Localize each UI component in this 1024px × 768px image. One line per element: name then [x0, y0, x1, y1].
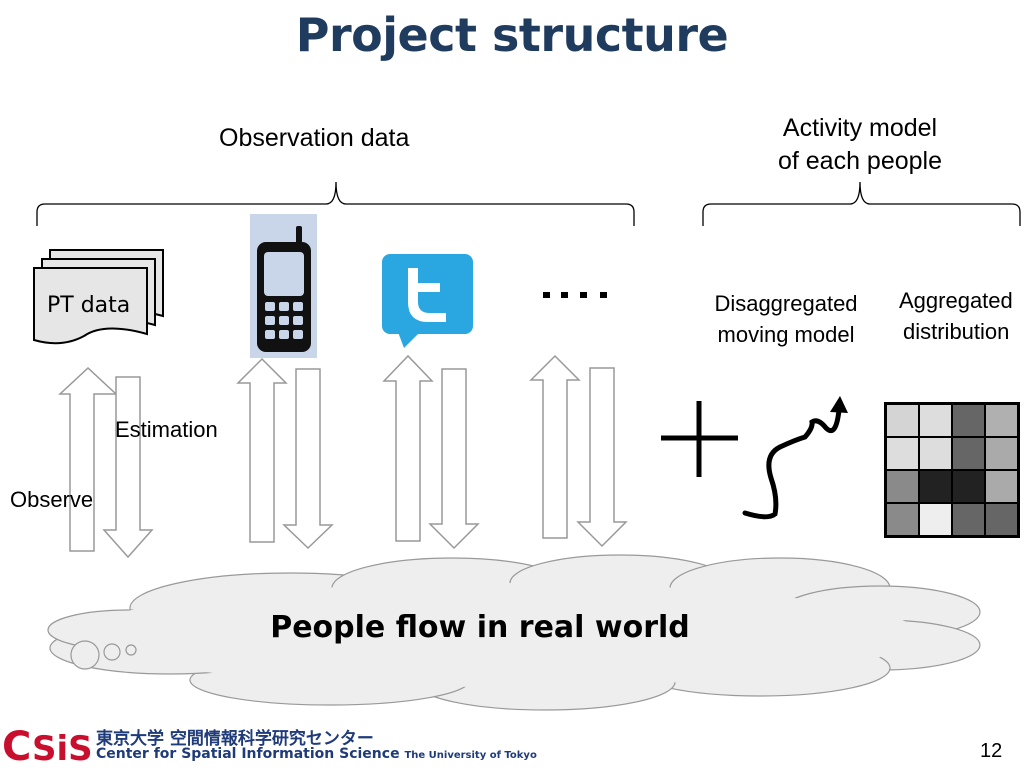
- up-arrow-4: [529, 354, 581, 539]
- grid-cell: [986, 405, 1017, 436]
- twitter-icon: [382, 254, 473, 348]
- csis-logo-graphic: C SiS: [2, 724, 93, 768]
- grid-cell: [986, 471, 1017, 502]
- aggregated-line1: Aggregated: [899, 288, 1013, 313]
- grid-cell: [920, 471, 951, 502]
- grid-cell: [986, 438, 1017, 469]
- page-number: 12: [980, 740, 1003, 762]
- disaggregated-label: Disaggregated moving model: [696, 288, 876, 350]
- grid-cell: [887, 438, 918, 469]
- cloud-shape: [47, 554, 981, 711]
- up-arrow-2: [236, 357, 288, 543]
- grid-cell: [953, 504, 984, 535]
- logo-english-text: Center for Spatial Information Science T…: [96, 746, 537, 762]
- down-arrow-4: [576, 367, 628, 548]
- disaggregated-line2: moving model: [717, 322, 855, 347]
- grid-cell: [953, 405, 984, 436]
- grid-cell: [986, 504, 1017, 535]
- grid-cell: [920, 405, 951, 436]
- down-arrow-3: [428, 368, 480, 550]
- grid-cell: [953, 471, 984, 502]
- disaggregated-line1: Disaggregated: [714, 291, 858, 316]
- activity-model-line1: Activity model: [782, 114, 938, 142]
- up-arrow-1: [58, 366, 118, 552]
- logo-japanese-text: 東京大学 空間情報科学研究センター: [96, 729, 374, 749]
- grid-cell: [887, 405, 918, 436]
- aggregated-label: Aggregated distribution: [899, 285, 1024, 347]
- distribution-grid: [884, 402, 1020, 538]
- logo-letter-c: C: [2, 724, 31, 768]
- grid-cell: [887, 504, 918, 535]
- plus-icon: [661, 401, 738, 477]
- grid-cell: [920, 438, 951, 469]
- csis-logo: C SiS 東京大学 空間情報科学研究センター Center for Spati…: [0, 720, 537, 768]
- aggregated-line2: distribution: [903, 319, 1010, 344]
- down-arrow-1: [102, 376, 154, 559]
- activity-model-label: Activity model of each people: [750, 112, 970, 178]
- down-arrow-2: [282, 368, 334, 550]
- observation-data-label: Observation data: [219, 124, 410, 152]
- cloud-label: People flow in real world: [270, 610, 690, 645]
- document-stack-icon: [33, 249, 164, 345]
- logo-letters-sis: SiS: [32, 729, 93, 768]
- logo-center-name: Center for Spatial Information Science: [96, 746, 400, 762]
- estimation-label: Estimation: [115, 417, 218, 442]
- grid-cell: [953, 438, 984, 469]
- activity-model-line2: of each people: [777, 147, 943, 175]
- observe-label: Observe: [10, 487, 94, 512]
- logo-university-name: The University of Tokyo: [404, 750, 537, 761]
- grid-cell: [920, 504, 951, 535]
- arrows: [58, 354, 628, 559]
- mobile-phone-icon: [250, 214, 317, 358]
- activity-brace: [702, 181, 1021, 226]
- ellipsis-dots: [543, 292, 607, 298]
- moving-path-icon: [742, 396, 848, 520]
- pt-data-label: PT data: [47, 293, 131, 318]
- grid-cell: [887, 471, 918, 502]
- up-arrow-3: [382, 354, 434, 542]
- page-title: Project structure: [295, 8, 729, 62]
- observation-brace: [36, 181, 635, 226]
